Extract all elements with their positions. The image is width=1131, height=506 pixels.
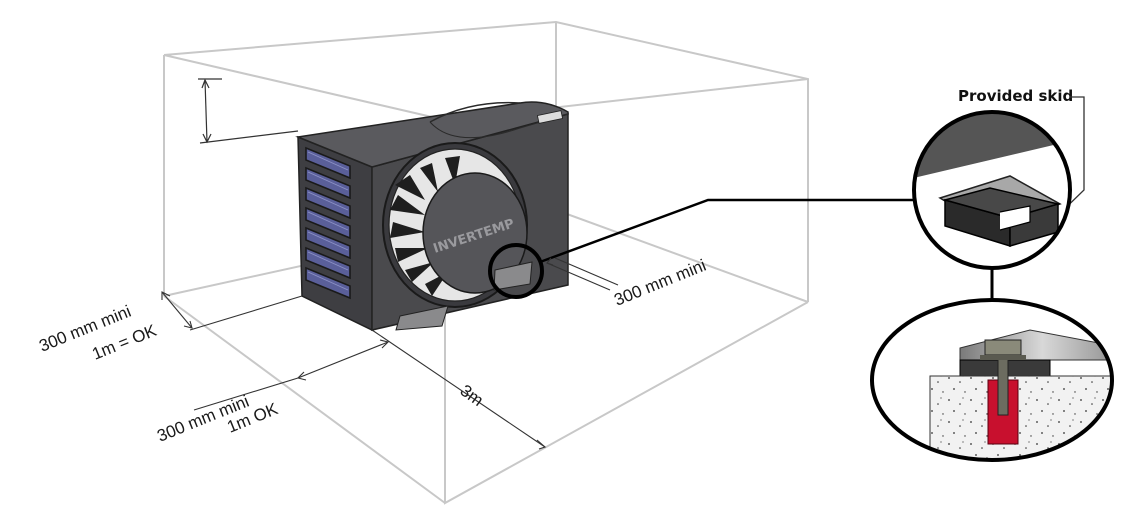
skid-callout-circle: [488, 243, 544, 299]
left-clearance-arrow: [161, 291, 303, 331]
side-grille: [305, 146, 351, 300]
right-clearance-label: 300 mm mini: [611, 256, 708, 310]
fan-hub: [422, 172, 528, 294]
unit-top-panel: [295, 101, 569, 168]
depth-label: 3m: [457, 381, 487, 410]
depth-arrow: [371, 329, 547, 450]
skid-callout-line: [539, 198, 920, 264]
fan-assembly: INVERTEMP: [382, 142, 528, 308]
front-clearance-arrow: [193, 339, 390, 411]
top-clearance-arrow: [198, 78, 299, 144]
brand-badge: [536, 110, 564, 124]
anchor-zoom-detail: [870, 298, 1114, 462]
skid-label: Provided skid: [958, 87, 1073, 105]
right-clearance-arrow: [546, 257, 619, 291]
skid-zoom-detail: [912, 110, 1072, 270]
heat-pump-unit: INVERTEMP: [295, 101, 569, 332]
skid-front-left: [395, 305, 449, 331]
